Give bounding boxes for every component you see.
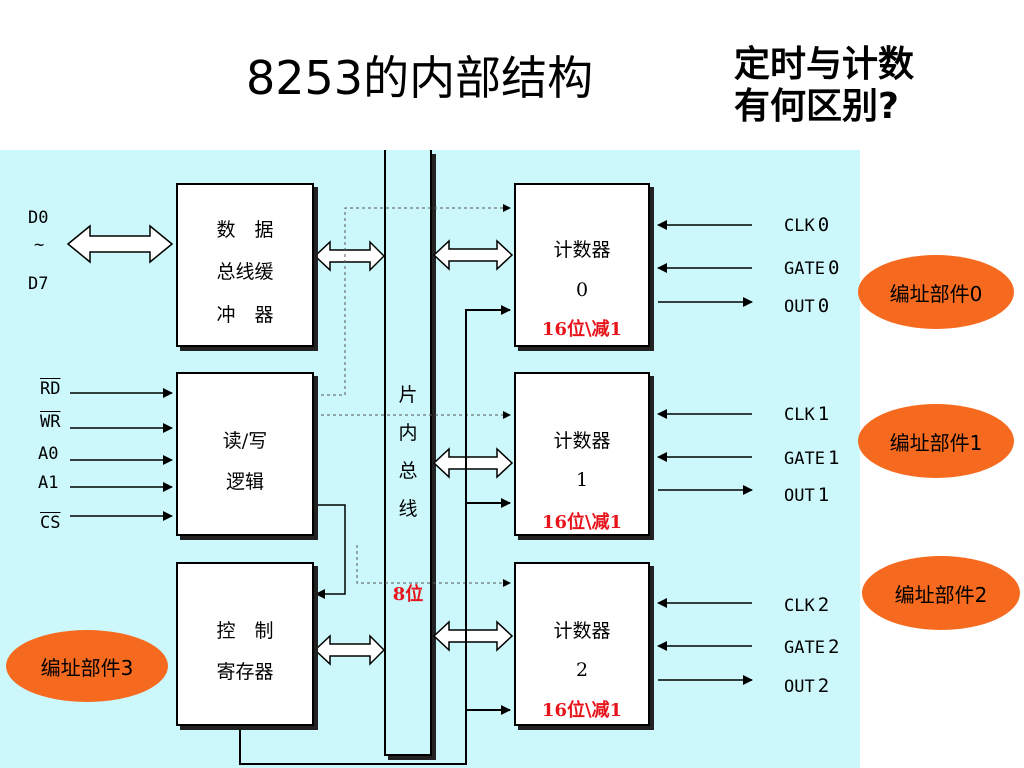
address-unit-3-badge: 编址部件3	[6, 630, 168, 702]
clk1-text: CLK	[784, 405, 815, 425]
clk1-num: 1	[817, 403, 830, 425]
a1-signal-label: A1	[38, 473, 59, 493]
control-register: 控 制 寄存器	[176, 562, 314, 726]
rd-signal-label: RD	[40, 379, 61, 399]
counter-0-name: 计数器	[553, 239, 611, 261]
gate1-num: 1	[827, 447, 840, 469]
bus-char-2: 内	[398, 422, 418, 444]
data-bus-buffer: 数 据 总线缓 冲 器	[176, 183, 314, 347]
control-bus-arrow	[313, 634, 386, 666]
counter-1: 计数器 1 16位\减1	[514, 372, 650, 536]
dashed-control-lines	[315, 204, 511, 587]
buffer-line-3: 冲 器	[216, 304, 274, 326]
counter-2-index: 2	[575, 659, 589, 681]
counter-0: 计数器 0 16位\减1	[514, 183, 650, 347]
data-range-tilde: ~	[34, 235, 45, 255]
rw-line-1: 读/写	[222, 430, 268, 452]
counter-signal-arrows	[657, 220, 753, 685]
input-signal-arrows	[70, 388, 173, 521]
clk0-text: CLK	[784, 216, 815, 236]
a0-signal-label: A0	[38, 444, 59, 464]
out1-text: OUT	[784, 486, 815, 506]
counter-1-name: 计数器	[553, 430, 611, 452]
page-title: 8253的内部结构	[246, 51, 594, 105]
gate2-text: GATE	[784, 638, 825, 658]
rw-line-2: 逻辑	[225, 471, 264, 493]
gate0-text: GATE	[784, 259, 825, 279]
read-write-logic: 读/写 逻辑	[176, 372, 314, 536]
out1-num: 1	[817, 484, 830, 506]
d0-label: D0	[28, 208, 49, 228]
counter-2-name: 计数器	[553, 620, 611, 642]
address-unit-1-badge: 编址部件1	[858, 404, 1014, 478]
gate1-text: GATE	[784, 449, 825, 469]
gate2-num: 2	[827, 636, 840, 658]
buffer-line-2: 总线缓	[216, 261, 274, 283]
bus-char-3: 总	[398, 460, 418, 482]
counter-1-spec: 16位\减1	[541, 512, 623, 533]
counter-2-spec: 16位\减1	[541, 700, 623, 721]
data-lines-arrow	[66, 224, 174, 264]
counter-0-spec: 16位\减1	[541, 319, 623, 340]
out0-text: OUT	[784, 297, 815, 317]
bus-char-1: 片	[398, 384, 418, 406]
bus-counter2-arrow	[432, 620, 514, 652]
counter-2: 计数器 2 16位\减1	[514, 562, 650, 726]
question-line-2: 有何区别?	[734, 86, 899, 127]
address-unit-0-badge: 编址部件0	[858, 255, 1014, 329]
gate0-num: 0	[827, 257, 840, 279]
control-line-1: 控 制	[216, 620, 274, 642]
clk2-num: 2	[817, 594, 830, 616]
rw-to-control-line	[315, 504, 346, 599]
wr-signal-label: WR	[40, 412, 61, 432]
question-line-1: 定时与计数	[734, 44, 915, 85]
cs-signal-label: CS	[40, 513, 61, 533]
address-unit-2-badge: 编址部件2	[862, 556, 1020, 630]
bus-counter1-arrow	[432, 447, 514, 479]
bus-char-4: 线	[398, 498, 418, 520]
bus-counter0-arrow	[432, 239, 514, 271]
bus-width-label: 8位	[392, 584, 424, 605]
d7-label: D7	[28, 274, 49, 294]
counter-0-index: 0	[575, 279, 589, 301]
out0-num: 0	[817, 295, 830, 317]
clk2-text: CLK	[784, 596, 815, 616]
control-to-counters-line	[239, 305, 511, 765]
buffer-bus-arrow	[313, 240, 386, 272]
internal-bus: 片 内 总 线 8位	[384, 150, 432, 756]
clk0-num: 0	[817, 214, 830, 236]
counter-1-index: 1	[575, 469, 589, 491]
out2-num: 2	[817, 675, 830, 697]
control-line-2: 寄存器	[216, 661, 274, 683]
out2-text: OUT	[784, 677, 815, 697]
buffer-line-1: 数 据	[216, 219, 274, 241]
question-text: 定时与计数 有何区别?	[734, 44, 914, 128]
